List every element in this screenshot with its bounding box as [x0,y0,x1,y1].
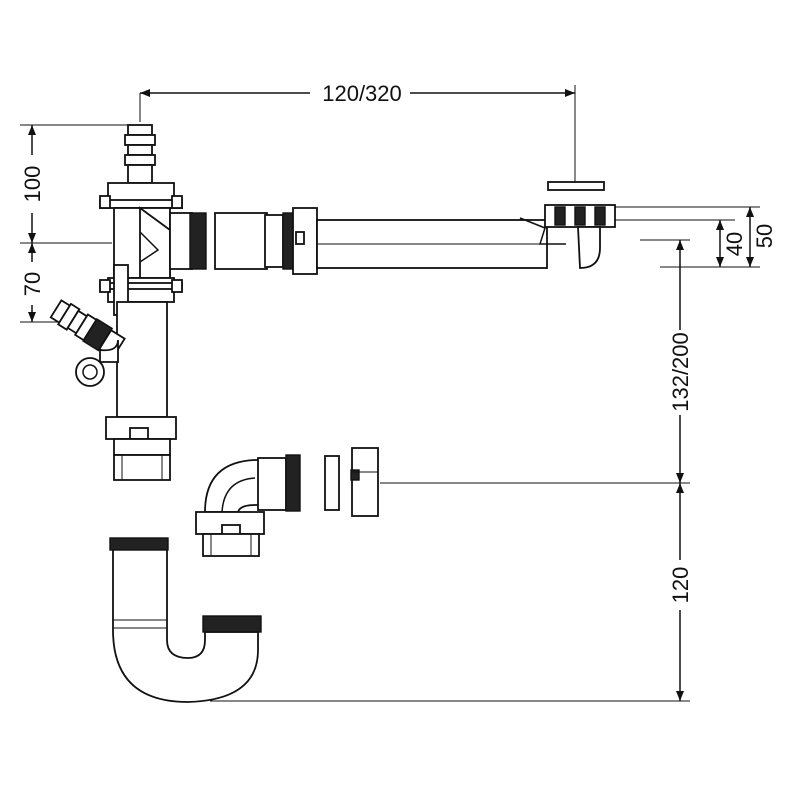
dimension-label-right-50: 50 [752,224,777,248]
dimension-label-right-120: 120 [668,567,693,604]
dimension-label-left-lower: 70 [20,272,45,296]
dimension-label-left-upper: 100 [20,166,45,203]
dimension-label-right-40: 40 [722,232,747,256]
horizontal-overflow-pipe [214,207,548,275]
angled-hose-inlet [49,299,126,387]
vertical-tee-body [99,124,207,481]
overflow-strainer-head [519,181,616,269]
dimension-lines [20,85,760,702]
dimension-label-right-132-200: 132/200 [668,332,693,412]
u-trap [109,537,262,703]
dimension-label-top: 120/320 [322,81,402,106]
wall-connector [324,447,379,517]
elbow-fitting [195,454,301,557]
